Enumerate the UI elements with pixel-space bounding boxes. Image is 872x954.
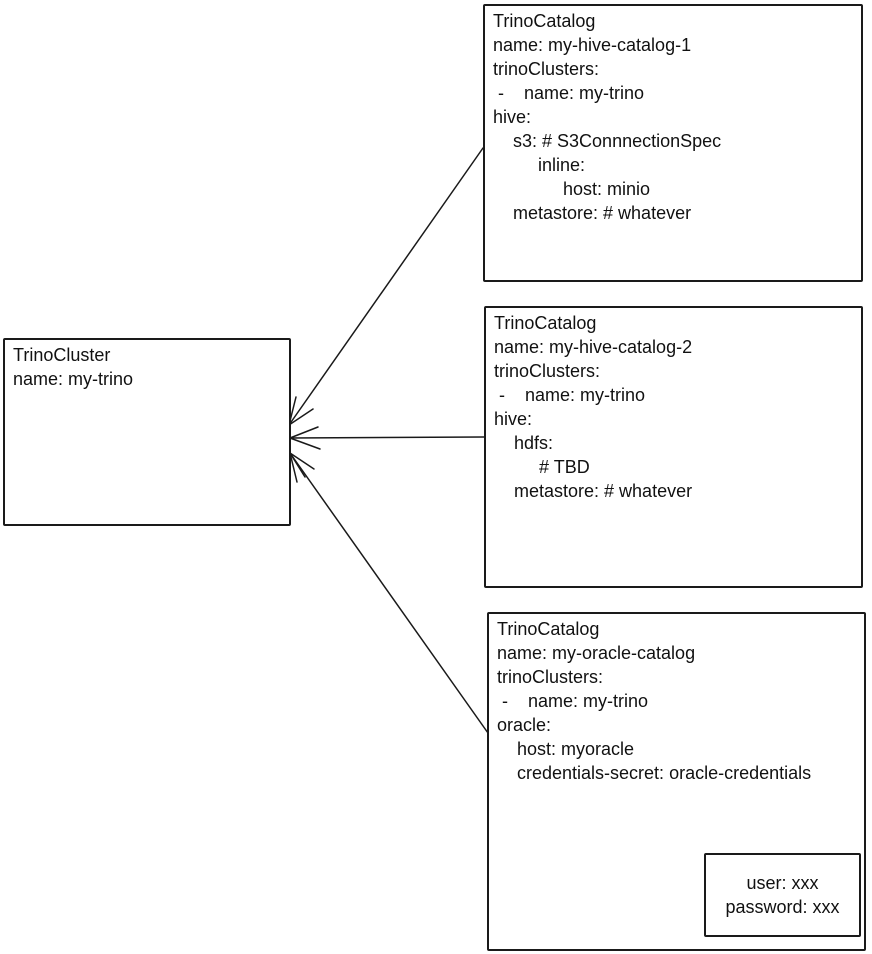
arrowhead-icon: [288, 396, 314, 426]
trino-cluster-yaml: TrinoCluster name: my-trino: [13, 345, 134, 389]
trino-catalog-2-box: TrinoCatalog name: my-hive-catalog-2 tri…: [484, 306, 863, 588]
connector-catalog2-to-cluster: [289, 426, 485, 450]
trino-catalog-3-yaml: TrinoCatalog name: my-oracle-catalog tri…: [497, 619, 812, 783]
credentials-secret-yaml: user: xxx password: xxx: [725, 873, 840, 917]
trino-catalog-3-box: TrinoCatalog name: my-oracle-catalog tri…: [487, 612, 866, 951]
trino-cluster-box: TrinoCluster name: my-trino: [3, 338, 291, 526]
trino-catalog-2-yaml: TrinoCatalog name: my-hive-catalog-2 tri…: [494, 313, 693, 501]
arrowhead-icon: [289, 452, 315, 483]
trino-catalog-1-yaml: TrinoCatalog name: my-hive-catalog-1 tri…: [493, 11, 722, 223]
trino-catalog-1-box: TrinoCatalog name: my-hive-catalog-1 tri…: [483, 4, 863, 282]
arrowhead-icon: [289, 426, 321, 450]
connector-catalog3-to-cluster: [289, 452, 489, 734]
connector-catalog1-to-cluster: [288, 147, 484, 426]
credentials-secret-box: user: xxx password: xxx: [704, 853, 861, 937]
